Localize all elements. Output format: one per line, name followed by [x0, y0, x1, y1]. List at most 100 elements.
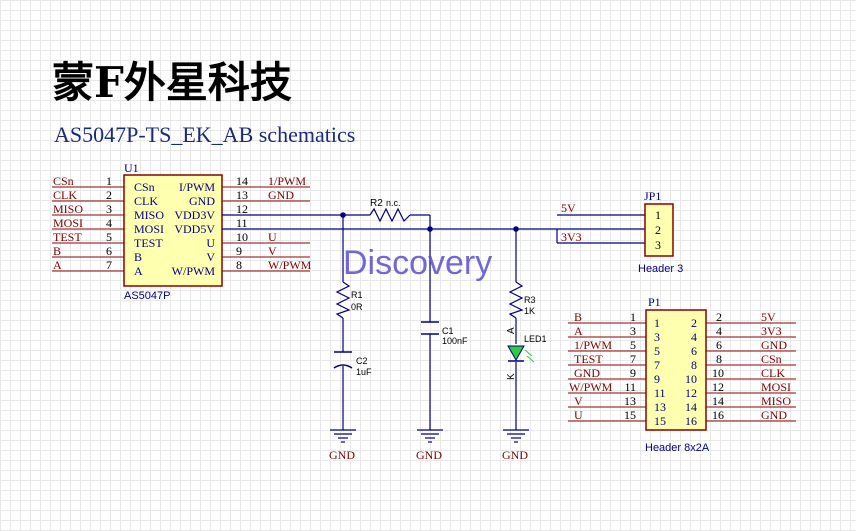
p1-pin-number: 3: [630, 324, 636, 338]
p1-pin-number: 12: [712, 380, 724, 394]
p1-body: [645, 309, 707, 431]
jp1-pin-number: 3: [655, 238, 661, 252]
p1-pin-number: 4: [716, 324, 722, 338]
p1-pin-number: 2: [716, 310, 722, 324]
p1-net: 3V3: [761, 324, 782, 338]
u1-net-b: B: [53, 244, 61, 258]
u1-pin-number: 11: [236, 216, 248, 230]
u1-pin-number: 1: [106, 174, 112, 188]
u1-net-csn: CSn: [53, 174, 74, 188]
p1-designator: P1: [648, 295, 661, 309]
schematic-title: AS5047P-TS_EK_AB schematics: [54, 122, 355, 147]
u1-designator: U1: [124, 161, 139, 175]
u1-pin-name: CLK: [134, 194, 158, 208]
p1-net: W/PWM: [569, 380, 613, 394]
p1-net: TEST: [574, 352, 603, 366]
gnd-label: GND: [416, 448, 442, 462]
u1-net-1pwm: 1/PWM: [268, 174, 306, 188]
gnd-symbol: [417, 429, 443, 443]
u1-pin-name: VDD5V: [174, 222, 215, 236]
p1-inner-number: 5: [654, 344, 660, 358]
jp1-net-3v3: 3V3: [561, 230, 582, 244]
gnd-symbols: [330, 429, 529, 443]
p1-inner-number: 1: [654, 316, 660, 330]
p1-pin-number: 13: [624, 394, 636, 408]
u1-pin-name: B: [134, 250, 142, 264]
p1-pin-number: 1: [630, 310, 636, 324]
gnd-label: GND: [329, 448, 355, 462]
p1-net: U: [574, 408, 583, 422]
u1-pin-number: 13: [236, 188, 248, 202]
u1-pin-number: 12: [236, 202, 248, 216]
p1-pin-number: 5: [630, 338, 636, 352]
u1-pin-number: 5: [106, 230, 112, 244]
p1-net: 1/PWM: [574, 338, 612, 352]
p1-pin-number: 10: [712, 366, 724, 380]
c2-designator: C2: [356, 356, 368, 366]
gnd-label: GND: [502, 448, 528, 462]
p1-pin-number: 11: [624, 380, 636, 394]
p1-inner-number: 14: [685, 400, 697, 414]
p1-inner-number: 7: [654, 358, 660, 372]
jp1-header: JP1 1 2 3 5V 3V3 Header 3: [561, 189, 683, 275]
gnd-symbol: [330, 429, 356, 443]
p1-inner-number: 16: [685, 414, 697, 428]
u1-net-clk: CLK: [53, 188, 77, 202]
p1-inner-number: 6: [691, 344, 697, 358]
p1-inner-number: 15: [654, 414, 666, 428]
u1-pin-number: 4: [106, 216, 112, 230]
junctions: [340, 212, 519, 232]
p1-inner-number: 13: [654, 400, 666, 414]
p1-net: MISO: [761, 394, 791, 408]
c1-capacitor: C1 100nF: [421, 321, 468, 346]
jp1-pin-number: 2: [655, 223, 661, 237]
p1-net: GND: [761, 338, 787, 352]
p1-inner-number: 11: [654, 386, 666, 400]
p1-pin-number: 14: [712, 394, 724, 408]
p1-header: P1 B A 1/PWM TEST GND W/PWM V U 1 3 5: [568, 295, 796, 454]
r3-resistor: R3 1K: [508, 281, 536, 319]
u1-net-v: V: [268, 244, 277, 258]
p1-inner-number: 4: [691, 330, 697, 344]
p1-net: CSn: [761, 352, 782, 366]
u1-net-test: TEST: [53, 230, 82, 244]
u1-pin-number: 14: [236, 174, 248, 188]
p1-inner-number: 12: [685, 386, 697, 400]
u1-pin-name: U: [206, 236, 215, 250]
r3-designator: R3: [524, 295, 536, 305]
u1-pin-name: GND: [189, 194, 215, 208]
u1-net-u: U: [268, 230, 277, 244]
r3-value: 1K: [524, 306, 535, 316]
company-title: 蒙F外星科技: [52, 58, 292, 107]
p1-part-name: Header 8x2A: [645, 442, 710, 454]
u1-net-miso: MISO: [53, 202, 83, 216]
p1-pin-number: 9: [630, 366, 636, 380]
p1-pin-number: 8: [716, 352, 722, 366]
r1-resistor: R1 0R: [335, 281, 363, 319]
u1-net-a: A: [53, 258, 62, 272]
u1-pin-name: V: [206, 250, 215, 264]
p1-net: CLK: [761, 366, 785, 380]
u1-pin-name: A: [134, 264, 143, 278]
u1-pin-name: MISO: [134, 208, 164, 222]
p1-net: B: [574, 310, 582, 324]
u1-pin-number: 2: [106, 188, 112, 202]
jp1-body: [644, 203, 674, 257]
u1-part-name: AS5047P: [124, 290, 170, 302]
p1-net: MOSI: [761, 380, 791, 394]
watermark-text: Discovery: [343, 244, 492, 282]
p1-inner-number: 10: [685, 372, 697, 386]
u1-pin-name: I/PWM: [179, 180, 215, 194]
c2-capacitor: C2 1uF: [333, 351, 372, 377]
u1-pin-name: TEST: [134, 236, 163, 250]
u1-net-wpwm: W/PWM: [268, 258, 312, 272]
jp1-part-name: Header 3: [638, 263, 683, 275]
c1-designator: C1: [442, 326, 454, 336]
u1-pin-name: VDD3V: [174, 208, 215, 222]
r1-designator: R1: [351, 290, 363, 300]
u1-pin-name: W/PWM: [172, 264, 216, 278]
gnd-symbol: [503, 429, 529, 443]
jp1-pin-number: 1: [655, 208, 661, 222]
p1-pin-number: 7: [630, 352, 636, 366]
